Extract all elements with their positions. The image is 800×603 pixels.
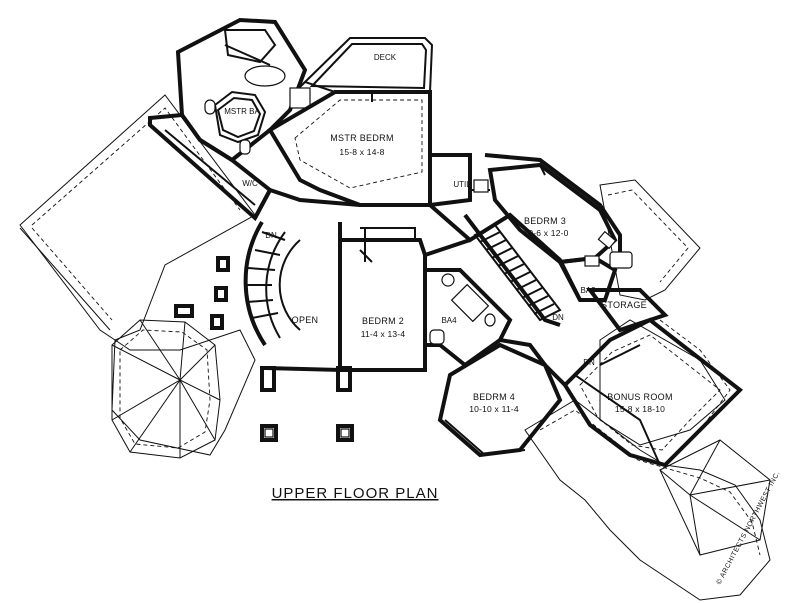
util-label: UTIL bbox=[453, 180, 471, 189]
credit-text: © ARCHITECTS NORTHWEST INC. bbox=[715, 469, 782, 585]
bedroom-3-dims: 10-6 x 12-0 bbox=[523, 228, 568, 238]
bonus-room bbox=[562, 317, 744, 468]
bonus-room-dims: 15-8 x 18-10 bbox=[615, 404, 665, 414]
plan-title: UPPER FLOOR PLAN bbox=[272, 485, 439, 502]
open-area bbox=[174, 304, 354, 442]
bedroom-4 bbox=[437, 342, 563, 458]
bedroom-4-dims: 10-10 x 11-4 bbox=[469, 404, 519, 414]
bedroom-3-label: BEDRM 3 bbox=[524, 216, 566, 226]
open-label: OPEN bbox=[292, 315, 319, 325]
roof-outline bbox=[19, 94, 771, 601]
bedroom-2 bbox=[340, 227, 427, 372]
spiral-stair bbox=[210, 220, 342, 373]
bedroom-2-dims: 11-4 x 13-4 bbox=[361, 329, 406, 339]
bath-4 bbox=[425, 268, 513, 368]
bonus-room-label: BONUS ROOM bbox=[607, 392, 673, 402]
connecting-walls bbox=[424, 155, 567, 387]
center-stair bbox=[463, 213, 562, 327]
storage bbox=[586, 251, 669, 333]
master-bedroom-label: MSTR BEDRM bbox=[330, 133, 394, 143]
bedroom-2-label: BEDRM 2 bbox=[362, 316, 404, 326]
bath-3 bbox=[556, 255, 618, 302]
stair-labels: DN DN DN bbox=[265, 231, 595, 367]
room-labels: DECK MSTR BA MSTR BEDRM 15-8 x 14-8 W/C … bbox=[224, 53, 673, 414]
stair-down-bonus-label: DN bbox=[583, 358, 595, 367]
wic-label: W/C bbox=[242, 179, 258, 188]
bedroom-3 bbox=[487, 162, 618, 265]
deck-label: DECK bbox=[374, 53, 397, 62]
master-bath-label: MSTR BA bbox=[224, 107, 260, 116]
master-bedroom-dims: 15-8 x 14-8 bbox=[339, 147, 384, 157]
walk-in-closet bbox=[148, 112, 273, 222]
storage-label: STORAGE bbox=[601, 300, 647, 310]
stair-down-main-label: DN bbox=[265, 231, 277, 240]
stair-down-center-label: DN bbox=[552, 313, 564, 322]
bath-4-label: BA4 bbox=[441, 316, 457, 325]
deck bbox=[289, 37, 434, 98]
bedroom-4-label: BEDRM 4 bbox=[473, 392, 515, 402]
bath-3-label: BA3 bbox=[580, 286, 596, 295]
